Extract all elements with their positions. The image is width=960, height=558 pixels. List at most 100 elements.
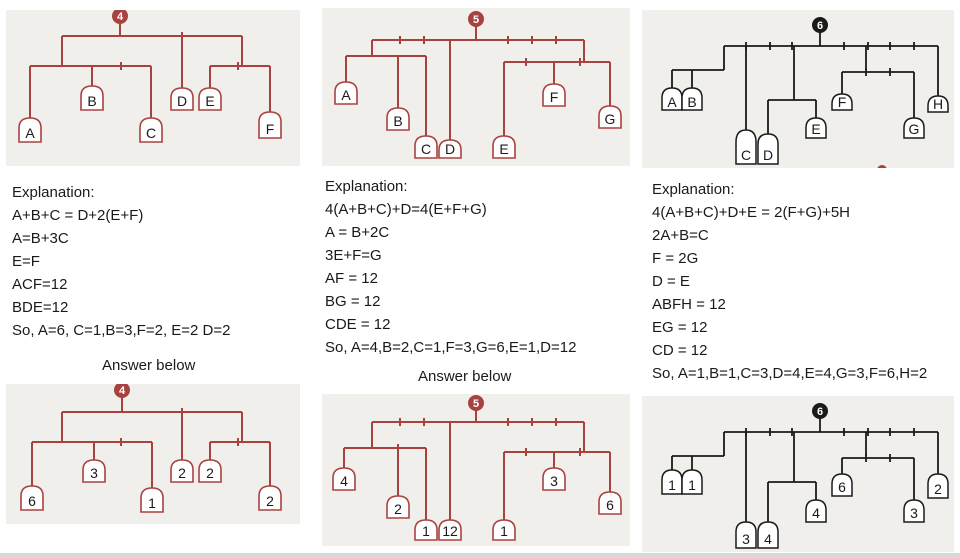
explanation-line: 4(A+B+C)+D=4(E+F+G) <box>325 201 487 218</box>
explanation-line: E=F <box>12 253 40 270</box>
puzzle-5-diagram: 5 A B C D E F G <box>322 8 630 166</box>
weight-1 <box>681 469 703 495</box>
weight-h <box>927 95 949 113</box>
puzzle-4-answer-mobile: 4 6 3 1 2 2 2 <box>20 384 282 513</box>
weight-label: 6 <box>838 479 846 495</box>
puzzle-number: 5 <box>473 398 479 410</box>
weight-1 <box>414 519 438 541</box>
weight-6 <box>598 491 622 515</box>
puzzle-5-mobile: 5 A B C D E F G <box>334 11 622 159</box>
weight-label: A <box>25 125 35 141</box>
explanation-line: 3E+F=G <box>325 247 382 264</box>
weight-label: E <box>811 121 820 137</box>
answer-caption: Answer below <box>418 368 512 385</box>
weight-label: 2 <box>394 501 402 517</box>
explanation-line: EG = 12 <box>652 319 708 336</box>
puzzle-6-answer-diagram: 6 1 1 3 4 4 6 3 2 <box>642 396 954 552</box>
weight-label: 1 <box>688 477 696 493</box>
weight-label: 12 <box>442 523 458 539</box>
weight-2 <box>927 473 949 499</box>
weight-a <box>334 81 358 105</box>
puzzle-4-mobile: 4 A B C D E F <box>18 10 282 143</box>
puzzle-6-answer-mobile: 6 1 1 3 4 4 6 3 2 <box>661 403 949 549</box>
explanation-line: BG = 12 <box>325 293 381 310</box>
bottom-divider <box>0 553 960 558</box>
weight-b <box>681 87 703 111</box>
weight-b <box>80 85 104 111</box>
weight-4 <box>757 521 779 549</box>
weight-label: 3 <box>910 505 918 521</box>
weight-f <box>542 83 566 107</box>
weight-2 <box>386 495 410 519</box>
weight-12 <box>438 519 462 541</box>
weight-1 <box>492 519 516 541</box>
weight-label: 3 <box>90 465 98 481</box>
weight-e <box>198 87 222 111</box>
weight-label: B <box>687 94 696 110</box>
weight-f <box>831 93 853 111</box>
weight-label: B <box>87 93 96 109</box>
explanation-line: AF = 12 <box>325 270 378 287</box>
explanation-line: 2A+B=C <box>652 227 709 244</box>
weight-6 <box>831 473 853 497</box>
weight-label: E <box>499 141 508 157</box>
weight-label: C <box>146 125 156 141</box>
weight-d <box>170 87 194 111</box>
explanation-line: 4(A+B+C)+D+E = 2(F+G)+5H <box>652 204 851 221</box>
weight-e <box>805 117 827 139</box>
weight-c <box>735 129 757 165</box>
weight-label: C <box>741 147 751 163</box>
puzzle-number: 4 <box>119 385 126 397</box>
weight-label: C <box>421 141 431 157</box>
explanation-line: So, A=4,B=2,C=1,F=3,G=6,E=1,D=12 <box>325 339 577 356</box>
weight-3 <box>542 467 566 491</box>
weight-label: 1 <box>422 523 430 539</box>
puzzle-4-answer-diagram: 4 6 3 1 2 2 2 <box>6 384 300 524</box>
weight-label: A <box>667 94 677 110</box>
explanation-line: So, A=6, C=1,B=3,F=2, E=2 D=2 <box>12 322 231 339</box>
weight-label: 2 <box>266 493 274 509</box>
explanation-line: A = B+2C <box>325 224 390 241</box>
weight-b <box>386 107 410 131</box>
explanation-title: Explanation: <box>12 184 95 201</box>
weight-label: 6 <box>606 497 614 513</box>
weight-label: 2 <box>178 465 186 481</box>
weight-1 <box>140 487 164 513</box>
weight-4 <box>805 499 827 523</box>
puzzle-4-explanation: Explanation: A+B+C = D+2(E+F) A=B+3C E=F… <box>12 181 230 342</box>
weight-c <box>139 117 163 143</box>
puzzle-6-explanation: Explanation: 4(A+B+C)+D+E = 2(F+G)+5H 2A… <box>652 178 927 385</box>
weight-3 <box>735 521 757 549</box>
weight-g <box>903 117 925 139</box>
puzzle-6-mobile: 6 A B C D E F G H <box>661 17 949 168</box>
puzzle-number: 6 <box>817 406 823 418</box>
explanation-line: So, A=1,B=1,C=3,D=4,E=4,G=3,F=6,H=2 <box>652 365 928 382</box>
weight-label: G <box>605 111 616 127</box>
weight-label: 3 <box>742 531 750 547</box>
weight-a <box>18 117 42 143</box>
weight-d <box>438 139 462 159</box>
weight-label: D <box>763 147 773 163</box>
puzzle-5-answer-mobile: 5 4 2 1 12 1 3 6 <box>332 395 622 541</box>
puzzle-number: 5 <box>473 14 479 26</box>
puzzle-number: 6 <box>817 20 823 32</box>
explanation-line: BDE=12 <box>12 299 69 316</box>
weight-d <box>757 133 779 165</box>
weight-3 <box>82 459 106 483</box>
decorative-dot <box>877 165 887 168</box>
weight-3 <box>903 499 925 523</box>
weight-4 <box>332 467 356 491</box>
weight-2 <box>170 459 194 483</box>
weight-label: 1 <box>668 477 676 493</box>
puzzle-5-answer-diagram: 5 4 2 1 12 1 3 6 <box>322 394 630 546</box>
explanation-line: F = 2G <box>652 250 699 267</box>
weight-label: F <box>266 121 275 137</box>
explanation-line: CDE = 12 <box>325 316 391 333</box>
weight-label: F <box>838 94 847 110</box>
weight-label: 6 <box>28 493 36 509</box>
weight-2 <box>198 459 222 483</box>
puzzle-6-diagram: 6 A B C D E F G H <box>642 10 954 168</box>
weight-label: D <box>445 141 455 157</box>
weight-label: G <box>909 121 920 137</box>
weight-c <box>414 135 438 159</box>
